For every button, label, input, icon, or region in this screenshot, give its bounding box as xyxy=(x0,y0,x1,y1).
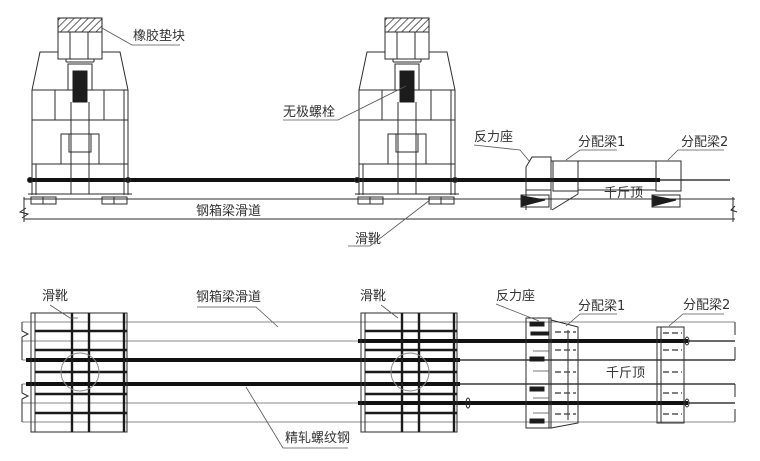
reaction-seat-assembly-elevation xyxy=(520,156,682,211)
rubber-pad-icon xyxy=(384,17,430,33)
jacking-unit-right xyxy=(354,17,459,205)
label-slide-shoe: 滑靴 xyxy=(355,232,381,247)
distribution-beam-2-plan xyxy=(656,326,690,424)
distribution-beam-1-plan xyxy=(550,319,579,429)
label-distribution-beam-1-plan: 分配梁1 xyxy=(578,299,625,314)
slide-shoe-left-plan xyxy=(30,312,128,433)
plan-view: 滑靴 钢箱梁滑道 滑靴 反力座 分配梁1 分配梁2 千斤顶 精轧螺纹钢 xyxy=(21,289,736,449)
label-reaction-seat: 反力座 xyxy=(474,130,513,145)
label-slide-shoe-right: 滑靴 xyxy=(360,289,386,304)
label-slide-track: 钢箱梁滑道 xyxy=(196,203,261,219)
label-reaction-seat-plan: 反力座 xyxy=(496,289,535,304)
slide-shoe-right-plan xyxy=(360,312,458,433)
leaders-plan xyxy=(49,303,724,449)
wedge-anchor-icon xyxy=(521,195,546,207)
label-slide-track-plan: 钢箱梁滑道 xyxy=(196,289,261,305)
label-stepless-bolt: 无极螺栓 xyxy=(283,105,335,120)
label-distribution-beam-2-plan: 分配梁2 xyxy=(683,298,730,313)
stepless-bolt-icon xyxy=(399,70,415,103)
stepless-bolt-icon xyxy=(72,70,88,103)
elevation-view: 橡胶垫块 无极螺栓 反力座 分配梁1 分配梁2 千斤顶 钢箱梁滑道 滑靴 xyxy=(18,17,738,247)
leaders-elevation xyxy=(101,27,724,247)
reaction-seat-plan xyxy=(525,317,552,429)
jacking-unit-left xyxy=(27,17,132,205)
rubber-pad-icon xyxy=(57,17,103,33)
label-slide-shoe-left: 滑靴 xyxy=(42,289,68,304)
label-rubber-pad: 橡胶垫块 xyxy=(133,28,185,44)
label-distribution-beam-1: 分配梁1 xyxy=(578,135,625,150)
label-threaded-steel-bar: 精轧螺纹钢 xyxy=(285,431,350,446)
threaded-rods-plan xyxy=(26,339,735,409)
label-distribution-beam-2: 分配梁2 xyxy=(681,135,728,150)
label-jack-plan: 千斤顶 xyxy=(606,366,645,381)
slide-track-elevation xyxy=(18,197,738,222)
wedge-anchor-icon xyxy=(652,195,677,207)
label-jack: 千斤顶 xyxy=(604,186,643,201)
